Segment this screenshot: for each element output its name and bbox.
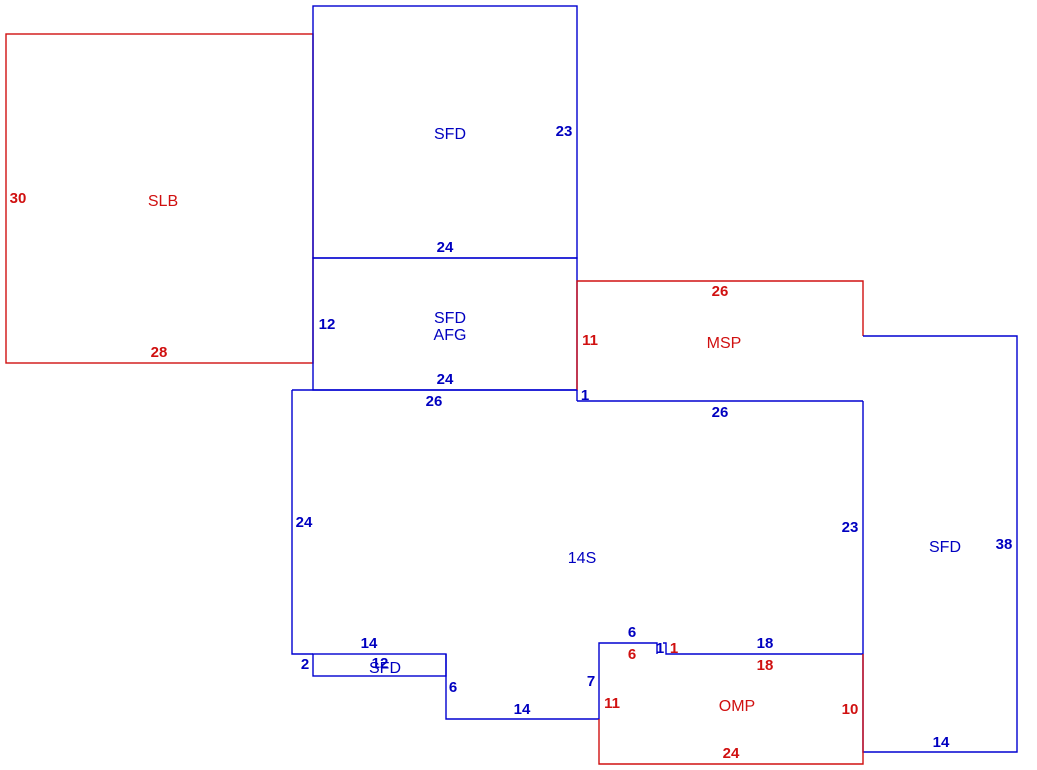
dim-small-right: 6	[449, 679, 457, 696]
area-label-sfd-top: SFD	[434, 126, 466, 143]
dim-notch-top: 6	[628, 624, 636, 641]
dim-afg-bottom: 24	[437, 371, 454, 388]
area-label-sfd-afg-1: SFD	[434, 310, 466, 327]
msp-outline	[576, 280, 864, 390]
dim-msp-top: 26	[712, 283, 729, 300]
dim-right-bottom: 14	[933, 734, 950, 751]
area-label-sfd-right: SFD	[929, 539, 961, 556]
dim-right-side: 38	[996, 536, 1013, 553]
main-bottom-line	[445, 642, 658, 720]
dim-sfd-top-right: 23	[556, 123, 573, 140]
dim-slb-bottom: 28	[151, 344, 168, 361]
dim-small-inner: 12	[372, 655, 389, 672]
area-label-sfd-small: SFD	[369, 660, 401, 677]
main-left-line	[291, 390, 313, 655]
dim-msp-offset: 1	[581, 387, 589, 404]
dim-omp-top-blue: 18	[757, 635, 774, 652]
dim-omp-bottom: 24	[723, 745, 740, 762]
dim-msp-left: 11	[582, 332, 598, 349]
area-label-sfd-afg-2: AFG	[434, 327, 467, 344]
dim-notch-red: 6	[628, 646, 636, 663]
dim-slb-left: 30	[10, 190, 27, 207]
dim-omp-right: 10	[842, 701, 859, 718]
area-label-main: 14S	[568, 550, 596, 567]
dim-notch-left: 7	[587, 673, 595, 690]
dim-notch-red-1: 1	[670, 640, 678, 657]
dim-main-right: 23	[842, 519, 859, 536]
dim-main-top: 26	[426, 393, 443, 410]
dim-sfd-top-bottom: 24	[437, 239, 454, 256]
dim-small-top: 14	[361, 635, 378, 652]
area-label-slb: SLB	[148, 193, 178, 210]
dim-small-left: 2	[301, 656, 309, 673]
dim-msp-bottom: 26	[712, 404, 729, 421]
dim-omp-top-red: 18	[757, 657, 774, 674]
dim-notch-blue-1: 1	[656, 640, 664, 657]
area-label-omp: OMP	[719, 698, 755, 715]
dim-main-bottom: 14	[514, 701, 531, 718]
dim-omp-left: 11	[604, 695, 620, 712]
omp-outline	[598, 654, 864, 765]
dim-afg-left: 12	[319, 316, 336, 333]
area-label-msp: MSP	[707, 335, 742, 352]
dim-main-left: 24	[296, 514, 313, 531]
notch-line	[663, 642, 863, 655]
